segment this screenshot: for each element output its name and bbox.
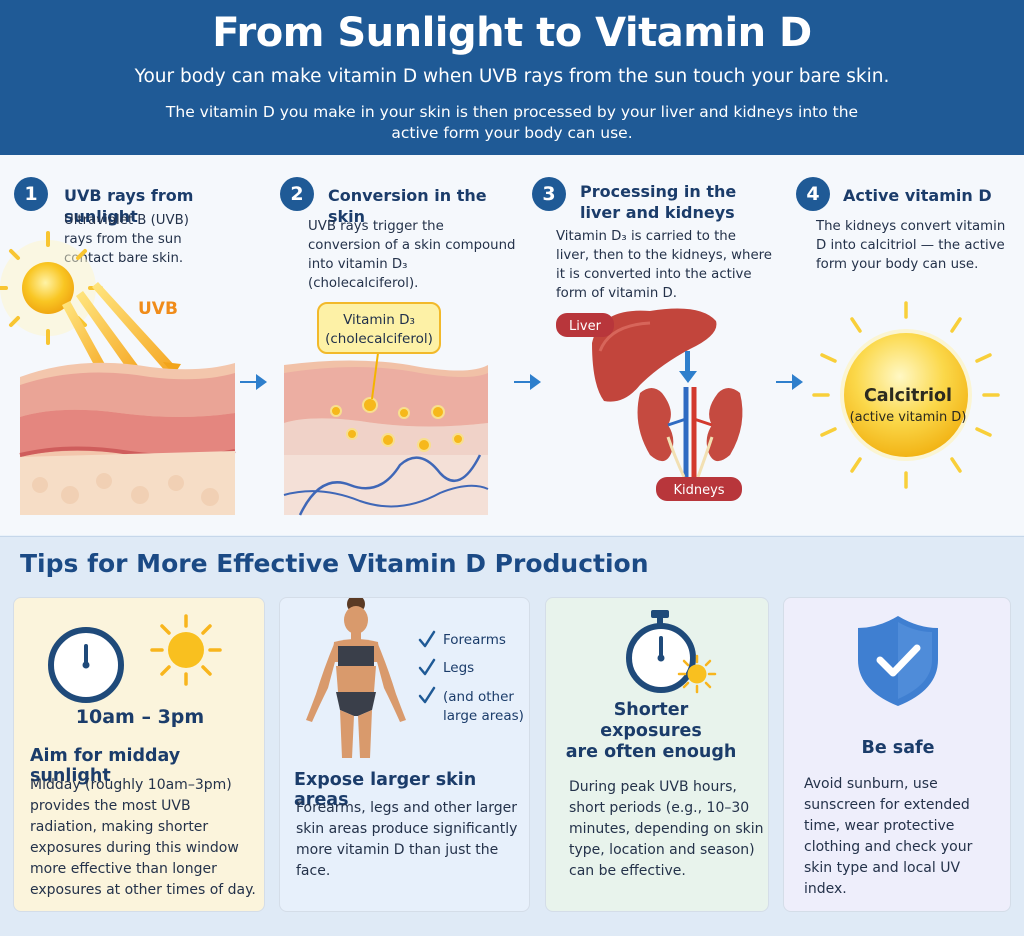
kidneys-icon: [637, 387, 743, 478]
liver-icon: [592, 308, 717, 402]
calcitriol-sun-icon: Calcitriol (active vitamin D): [812, 301, 1000, 489]
step-4-title: Active vitamin D: [843, 186, 992, 205]
step-3-description: Vitamin D₃ is carried to the liver, then…: [556, 229, 772, 301]
sun-icon: [150, 614, 222, 686]
vitamin-d3-label-line2: (cholecalciferol): [325, 331, 433, 347]
liver-label-badge: Liver: [556, 313, 614, 337]
body-figure-icon: [306, 598, 406, 758]
arrow-right-icon: [776, 374, 803, 390]
arrow-down-icon: [679, 351, 697, 383]
stopwatch-icon: [626, 610, 696, 693]
page-intro: The vitamin D you make in your skin is t…: [165, 103, 859, 142]
step-2-description: UVB rays trigger the conversion of a ski…: [308, 219, 516, 291]
checkmark-icon: [418, 630, 436, 704]
header-banner: From Sunlight to Vitamin D Your body can…: [0, 0, 1024, 155]
calcitriol-label-line2: (active vitamin D): [850, 410, 967, 425]
skin-layers-icon: [19, 362, 236, 515]
step-1-number: 1: [14, 177, 48, 211]
checklist-item-other-areas: (and other large areas): [443, 689, 524, 724]
shield-check-icon: [858, 616, 938, 706]
tip-card-short-exposure-body: During peak UVB hours, short periods (e.…: [569, 779, 764, 879]
tip-card-skin-areas-body: Forearms, legs and other larger skin are…: [296, 800, 518, 879]
clock-sun-illustration: [48, 614, 222, 703]
sun-icon: [677, 654, 717, 694]
title-line-3: are often enough: [565, 742, 737, 762]
tip-card-be-safe: Be safe Avoid sunburn, use sunscreen for…: [783, 597, 1011, 912]
step-2-number: 2: [280, 177, 314, 211]
skin-conversion-icon: [283, 352, 489, 516]
checklist-item-legs: Legs: [443, 660, 475, 676]
tips-title: Tips for More Effective Vitamin D Produc…: [20, 549, 649, 578]
kidneys-label-badge: Kidneys: [656, 477, 742, 501]
checklist-item-forearms: Forearms: [443, 632, 506, 648]
page-title: From Sunlight to Vitamin D: [212, 10, 812, 56]
arrow-right-icon: [514, 374, 541, 390]
step-4-number: 4: [796, 177, 830, 211]
step-1-description: Ultraviolet B (UVB) rays from the sun co…: [64, 213, 189, 266]
step-2-title: Conversion in the skin: [328, 186, 487, 226]
shield-illustration: [858, 616, 938, 706]
title-line-2: exposures: [600, 721, 702, 741]
tip-card-skin-areas-title: Expose larger skin areas: [294, 770, 477, 810]
tip-card-be-safe-body: Avoid sunburn, use sunscreen for extende…: [804, 776, 973, 897]
kidneys-label: Kidneys: [673, 483, 724, 498]
process-illustrations: UVB: [0, 231, 1000, 516]
step-1-title: UVB rays from sunlight: [64, 186, 194, 226]
stopwatch-illustration: [626, 610, 717, 694]
step-4-description: The kidneys convert vitamin D into calci…: [816, 219, 1006, 272]
calcitriol-label-line1: Calcitriol: [864, 386, 952, 406]
uvb-label: UVB: [138, 299, 178, 319]
process-steps: 1 UVB rays from sunlight Ultraviolet B (…: [0, 155, 1024, 535]
tip-card-midday-body: Midday (roughly 10am–3pm) provides the m…: [30, 777, 256, 898]
arrow-right-icon: [240, 374, 267, 390]
sun-icon: [0, 231, 103, 345]
tip-card-skin-areas: Forearms Legs (and other large areas) Ex…: [279, 597, 530, 912]
midday-time-range: 10am – 3pm: [75, 706, 205, 728]
liver-label: Liver: [569, 319, 602, 334]
title-line-1: Shorter: [613, 700, 689, 720]
tip-card-be-safe-title: Be safe: [861, 738, 935, 758]
step-3-title: Processing in the liver and kidneys: [580, 182, 737, 222]
clock-icon: [48, 627, 124, 703]
tip-card-short-exposure: Shorter exposures are often enough Durin…: [545, 597, 769, 912]
step-3-number: 3: [532, 177, 566, 211]
tip-card-midday-title: Aim for midday sunlight: [30, 746, 181, 786]
vitamin-d3-label-line1: Vitamin D₃: [343, 312, 415, 328]
body-illustration: [306, 598, 436, 758]
tip-card-midday: 10am – 3pm Aim for midday sunlight Midda…: [13, 597, 265, 912]
vitamin-d3-label: Vitamin D₃ (cholecalciferol): [317, 302, 441, 354]
tips-section: Tips for More Effective Vitamin D Produc…: [0, 536, 1024, 936]
tip-card-short-exposure-title: Shorter exposures are often enough: [546, 700, 756, 763]
page-subtitle: Your body can make vitamin D when UVB ra…: [134, 66, 890, 87]
